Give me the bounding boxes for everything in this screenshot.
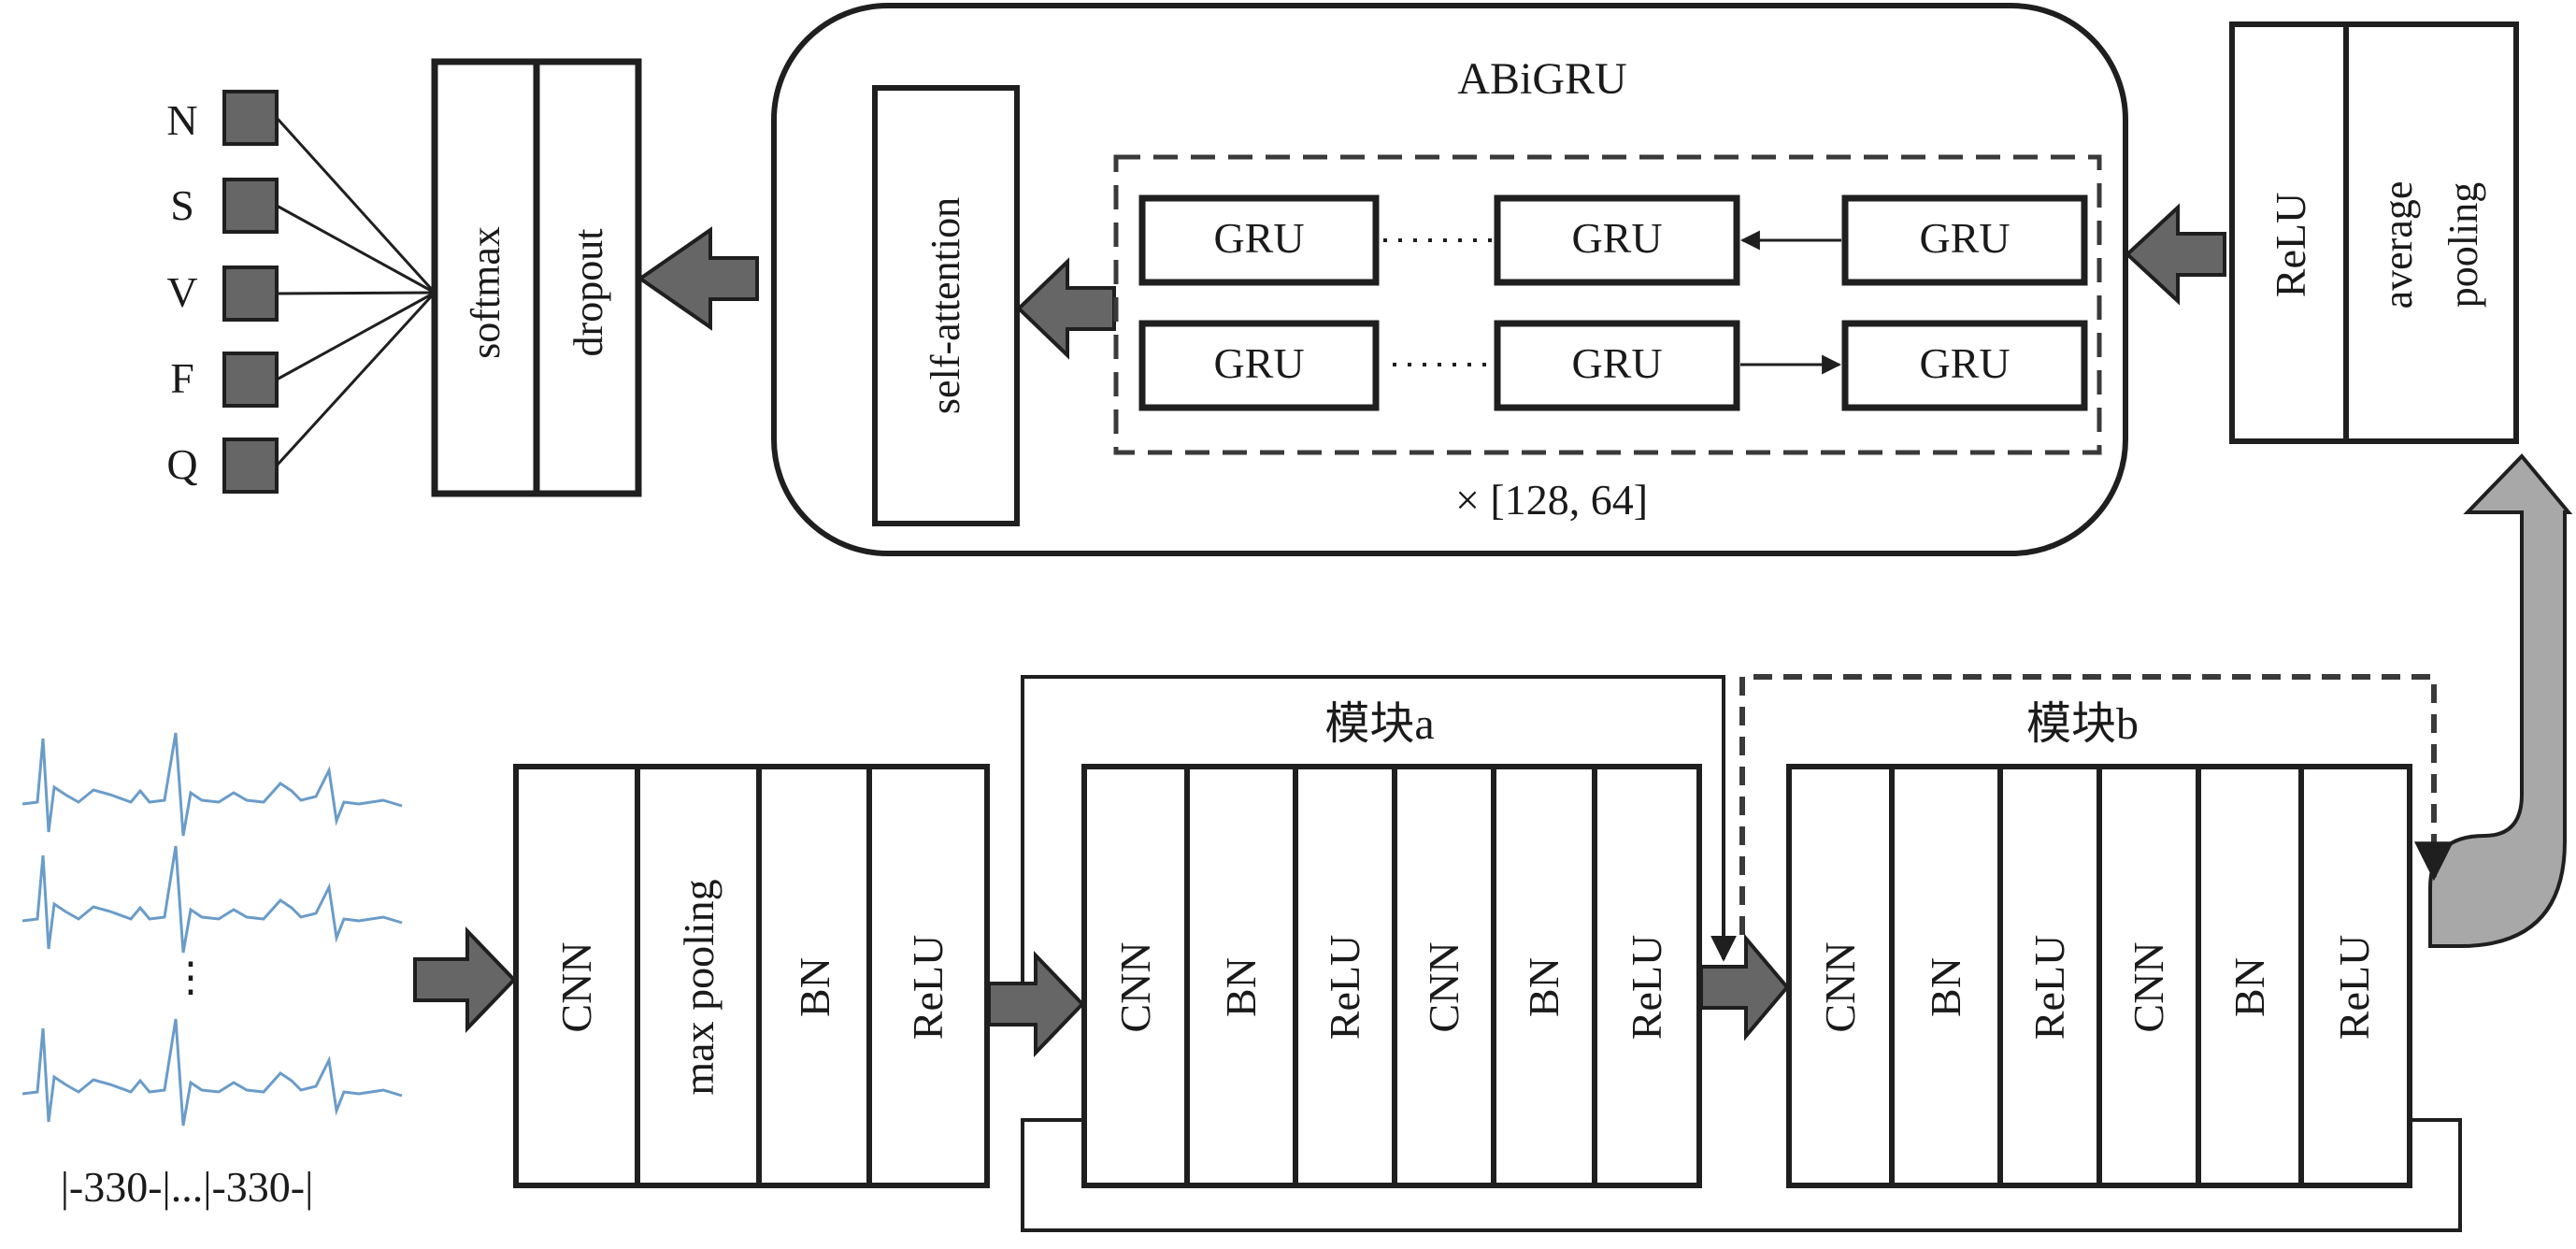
- softmax-label: softmax: [463, 226, 508, 359]
- module-a-layer-label: CNN: [1111, 941, 1159, 1032]
- segment-length-label: |-330-|...|-330-|: [61, 1163, 314, 1211]
- gru-row-forward: GRU GRU GRU: [1138, 320, 2088, 411]
- class-label-v: V: [166, 268, 197, 316]
- input-layer-label: ReLU: [904, 935, 952, 1040]
- arrow-to-input-block: [413, 926, 517, 1033]
- module-b-layer-label: BN: [2225, 957, 2273, 1017]
- input-block: CNN max pooling BN ReLU: [513, 764, 990, 1188]
- gru-row-backward: GRU GRU GRU: [1138, 194, 2088, 286]
- module-a-skip-connection: [1021, 675, 2462, 1232]
- module-a-title: 模块a: [1324, 699, 1434, 749]
- average-pooling-label-line1: average: [2375, 181, 2421, 309]
- gru-label: GRU: [1571, 339, 1662, 387]
- abigru-title: ABiGRU: [1457, 54, 1626, 104]
- class-square-s: [222, 178, 279, 234]
- ecg-signals: [21, 732, 403, 1127]
- module-b-layer-label: CNN: [2125, 941, 2172, 1032]
- ecg-trace: [21, 1018, 403, 1127]
- arrow-to-module-a: [987, 951, 1085, 1057]
- gru-label: GRU: [1213, 214, 1304, 262]
- class-label-q: Q: [166, 440, 197, 488]
- relu-average-pooling-block: ReLU average pooling: [2229, 22, 2519, 444]
- class-label-f: F: [170, 354, 194, 402]
- class-connections: [275, 116, 436, 467]
- dropout-label: dropout: [565, 229, 611, 357]
- gru-label: GRU: [1213, 339, 1304, 387]
- class-square-q: [222, 438, 279, 494]
- gru-label: GRU: [1919, 339, 2010, 387]
- module-b-layer-label: ReLU: [2330, 935, 2378, 1040]
- module-b-skip-connection: [1739, 674, 2454, 935]
- input-layer-label: max pooling: [675, 879, 723, 1095]
- softmax-dropout-block: softmax dropout: [431, 58, 642, 497]
- class-label-s: S: [170, 181, 194, 229]
- big-up-arrow: [2428, 453, 2573, 948]
- self-attention-label: self-attention: [923, 197, 968, 414]
- module-a-layer-label: CNN: [1420, 941, 1467, 1032]
- module-b-layer-label: CNN: [1816, 941, 1864, 1032]
- arrow-to-self-attention: [1016, 257, 1116, 360]
- gru-dims-label: × [128, 64]: [1455, 476, 1648, 524]
- gru-label: GRU: [1919, 214, 2010, 262]
- arrow-to-module-b: [1699, 933, 1790, 1041]
- module-b-layer-label: BN: [1922, 957, 1969, 1017]
- gru-dashed-region: [1113, 154, 2102, 455]
- gru-cell: [1841, 320, 2088, 411]
- top-relu-label: ReLU: [2267, 193, 2314, 297]
- arrow-to-abigru: [2125, 203, 2226, 306]
- ecg-ellipsis: ⋮: [170, 955, 211, 1000]
- gru-cell: [1138, 194, 1380, 286]
- module-b-block: 模块b CNN BN ReLU CNN BN ReLU: [1786, 699, 2412, 1188]
- class-label-n: N: [166, 96, 197, 144]
- gru-cell: [1138, 320, 1380, 411]
- class-square-v: [222, 266, 279, 322]
- gru-cell: [1494, 320, 1740, 411]
- self-attention-block: self-attention: [872, 85, 1020, 526]
- input-layer-label: CNN: [552, 941, 600, 1032]
- module-a-block: 模块a CNN BN ReLU CNN BN ReLU: [1081, 699, 1702, 1188]
- class-square-n: [222, 90, 279, 146]
- class-square-f: [222, 352, 279, 408]
- class-outputs: N S V F Q: [166, 90, 279, 494]
- module-b-title: 模块b: [2026, 699, 2139, 749]
- abigru-container: ABiGRU × [128, 64]: [771, 3, 2128, 556]
- module-a-layer-label: BN: [1217, 957, 1265, 1017]
- gru-cell: [1494, 194, 1740, 286]
- gru-label: GRU: [1571, 214, 1662, 262]
- arrow-to-dropout: [637, 226, 759, 331]
- module-a-layer-label: BN: [1520, 957, 1567, 1017]
- module-a-layer-label: ReLU: [1321, 935, 1368, 1040]
- ecg-trace: [21, 845, 403, 954]
- average-pooling-label-line2: pooling: [2440, 182, 2486, 308]
- ecg-trace: [21, 732, 403, 837]
- module-b-layer-label: ReLU: [2025, 935, 2073, 1040]
- input-layer-label: BN: [791, 957, 838, 1017]
- gru-cell: [1841, 194, 2088, 286]
- module-a-layer-label: ReLU: [1623, 935, 1670, 1040]
